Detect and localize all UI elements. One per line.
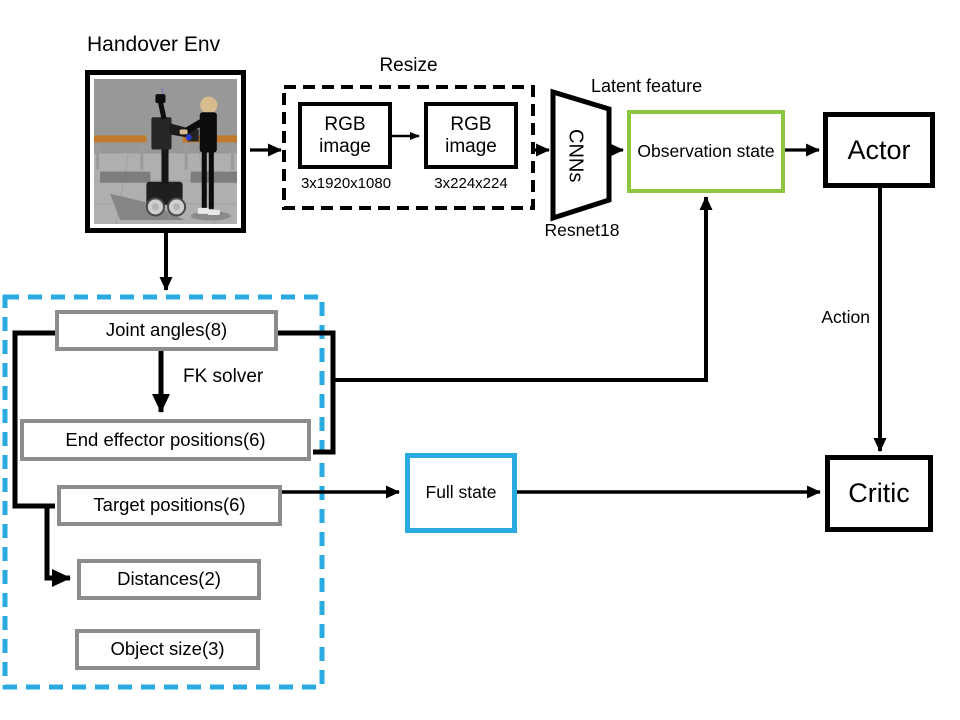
end-effector-positions-box: End effector positions(6) — [20, 419, 311, 461]
observation-state-box: Observation state — [627, 110, 785, 193]
resnet18-label: Resnet18 — [544, 220, 620, 240]
handover-simulation-image — [94, 79, 237, 225]
robot-figure — [145, 94, 199, 217]
resize-title: Resize — [379, 55, 438, 76]
actor-box: Actor — [823, 112, 935, 188]
target-positions-box: Target positions(6) — [57, 485, 282, 526]
fk-solver-label: FK solver — [183, 366, 264, 387]
rgb-resized-size-label: 3x224x224 — [434, 175, 508, 192]
env-image-box — [85, 70, 246, 233]
table-left — [94, 135, 151, 183]
critic-box: Critic — [825, 455, 933, 532]
resize-dashed-frame — [282, 85, 535, 210]
action-label: Action — [821, 307, 870, 327]
human-figure — [179, 96, 220, 215]
latent-feature-label: Latent feature — [591, 76, 703, 96]
robot-gripper-marker — [185, 134, 192, 141]
env-title: Handover Env — [87, 33, 221, 56]
bracket-left-joint-target — [12, 330, 57, 509]
cnn-label: CNNs — [564, 129, 587, 183]
distances-box: Distances(2) — [77, 559, 261, 600]
bracket-right-joint-endeffector — [277, 330, 336, 455]
arrow-target-to-distances — [44, 508, 71, 587]
arrow-states-to-observation — [333, 196, 713, 382]
rgb-image-resized-box: RGB image — [424, 102, 518, 169]
rgb-input-size-label: 3x1920x1080 — [300, 175, 392, 192]
joint-angles-box: Joint angles(8) — [55, 310, 278, 351]
cnn-trapezoid — [550, 88, 612, 222]
rgb-image-input-box: RGB image — [298, 102, 392, 169]
full-state-box: Full state — [405, 453, 517, 533]
object-size-box: Object size(3) — [75, 629, 260, 670]
